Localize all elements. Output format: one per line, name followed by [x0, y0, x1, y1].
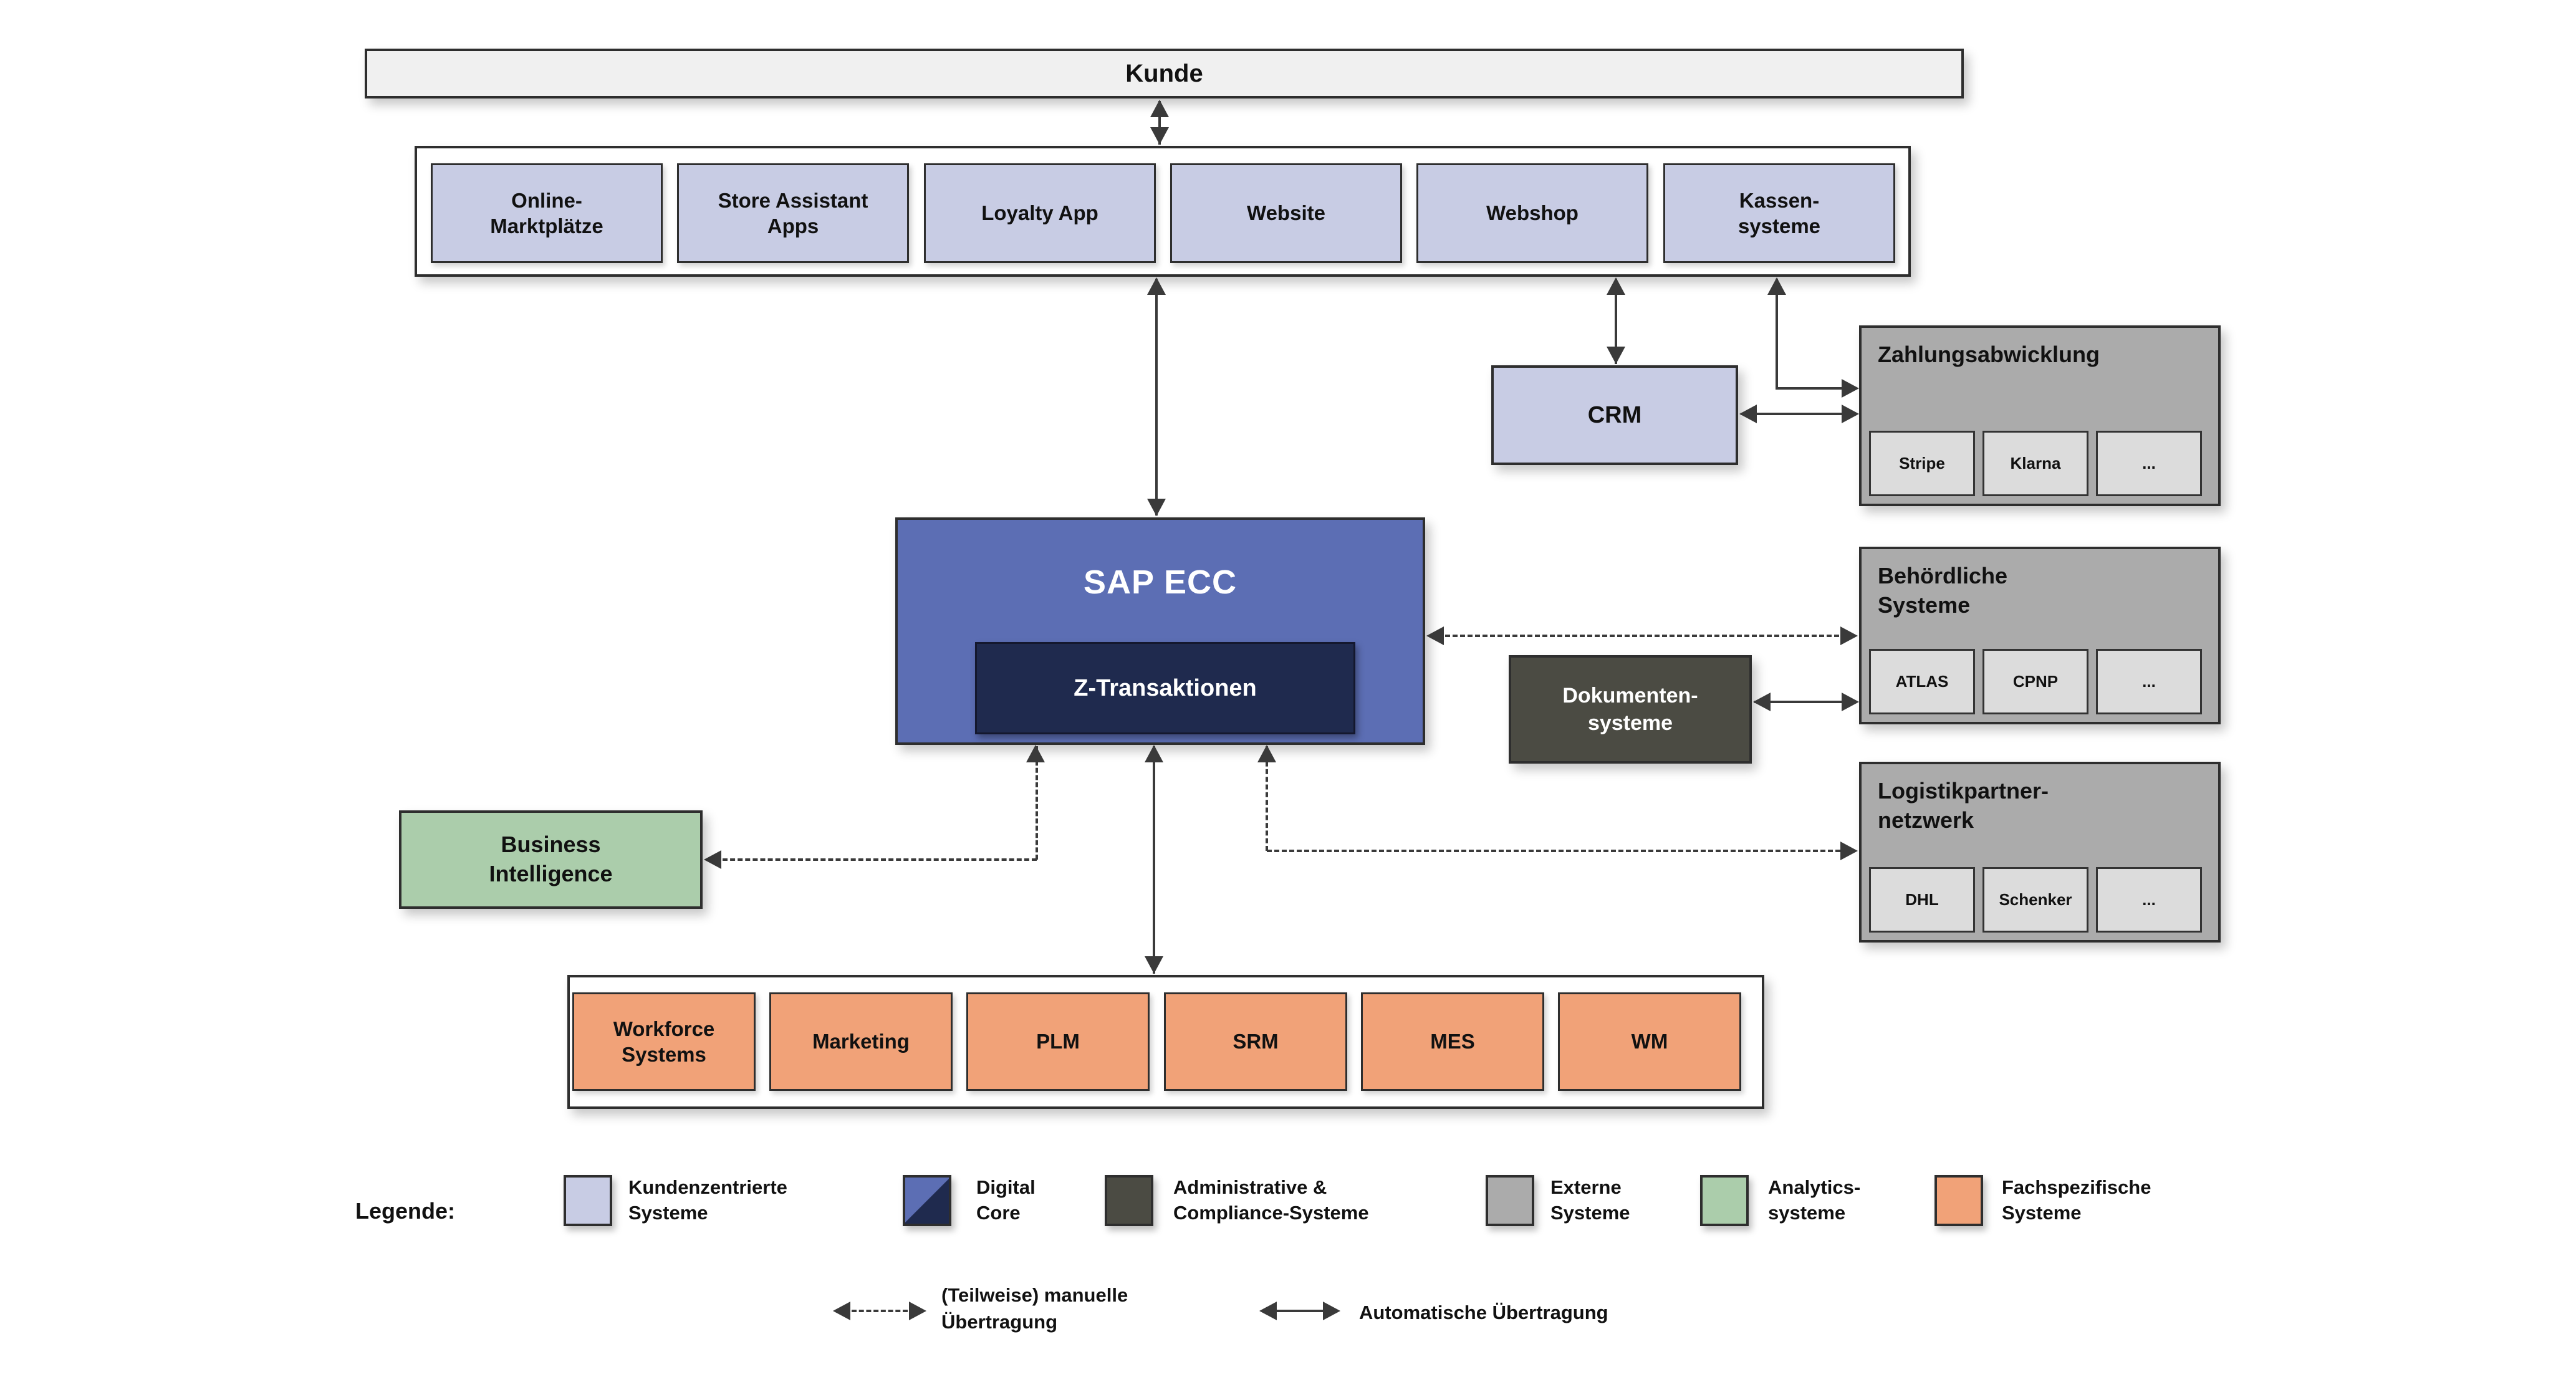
arrow-dok-behoerden-head-right: [1842, 693, 1859, 711]
legend-swatch-admin-compliance: [1105, 1175, 1153, 1226]
arrow-kunde-channels-head-down: [1150, 127, 1169, 145]
node-logistikpartner-netzwerk: Logistikpartner- netzwerk DHL Schenker .…: [1859, 762, 2221, 943]
node-dhl: DHL: [1869, 867, 1975, 933]
arrow-channels-crm-head-down: [1607, 347, 1625, 364]
legend-swatch-digital-core: [903, 1175, 951, 1226]
zahlungsabwicklung-title: Zahlungsabwicklung: [1878, 342, 2100, 367]
node-crm: CRM: [1491, 365, 1738, 465]
arrow-sap-behoerden-line: [1445, 635, 1839, 637]
arrow-sap-behoerden-head-left: [1426, 626, 1444, 645]
arrow-sap-logistik-head-up: [1257, 745, 1276, 762]
node-z-transaktionen: Z-Transaktionen: [975, 642, 1355, 734]
legend-label-kundenzentriert: Kundenzentrierte Systeme: [628, 1176, 787, 1224]
arrow-sap-logistik-hline: [1267, 850, 1840, 852]
legend-label-externe: Externe Systeme: [1550, 1176, 1630, 1224]
node-business-intelligence: Business Intelligence: [399, 810, 703, 909]
fachsysteme-container: Workforce Systems Marketing PLM SRM MES …: [567, 975, 1764, 1109]
node-website: Website: [1170, 163, 1402, 263]
node-workforce-systems: Workforce Systems: [572, 992, 756, 1091]
arrow-kunde-channels-head-up: [1150, 100, 1169, 117]
arrow-sap-logistik-vline: [1266, 746, 1268, 851]
behoerdliche-systeme-title: Behördliche Systeme: [1878, 563, 2008, 618]
arrow-kunde-channels-line: [1158, 101, 1161, 145]
arrow-sap-fach-head-down: [1145, 956, 1163, 974]
arrow-sap-fach-line: [1153, 746, 1155, 974]
legend-solid-arrow-head-right: [1323, 1302, 1340, 1320]
node-webshop: Webshop: [1416, 163, 1648, 263]
arrow-sap-bi-vline: [1036, 746, 1038, 860]
arrow-sap-bi-head-left: [704, 850, 721, 869]
legend-label-admin-compliance: Administrative & Compliance-Systeme: [1173, 1176, 1369, 1224]
arrow-crm-zahlung-head-left: [1739, 405, 1757, 423]
arrow-crm-zahlung-head-right: [1842, 405, 1859, 423]
arrow-crm-zahlung-line: [1741, 413, 1857, 415]
arrow-dok-behoerden-head-left: [1753, 693, 1771, 711]
node-klarna: Klarna: [1982, 431, 2088, 496]
arrow-kassen-zahlung-vline: [1776, 279, 1778, 388]
arrow-channels-crm-line: [1615, 279, 1617, 364]
legend-dashed-arrow-head-left: [833, 1302, 850, 1320]
arrow-channels-sap-head-down: [1147, 499, 1166, 516]
node-kassensysteme: Kassen- systeme: [1663, 163, 1895, 263]
node-behoerden-more: ...: [2096, 649, 2202, 714]
node-zahlung-more: ...: [2096, 431, 2202, 496]
arrow-sap-logistik-head-right: [1840, 842, 1858, 860]
logistikpartner-title: Logistikpartner- netzwerk: [1878, 778, 2049, 833]
node-stripe: Stripe: [1869, 431, 1975, 496]
legend-dashed-arrow-line: [852, 1310, 908, 1312]
node-sap-ecc: SAP ECC Z-Transaktionen: [895, 517, 1425, 745]
legend-swatch-externe: [1486, 1175, 1534, 1226]
node-wm: WM: [1558, 992, 1741, 1091]
node-mes: MES: [1361, 992, 1544, 1091]
node-marketing: Marketing: [769, 992, 953, 1091]
legend-label-automatische-uebertragung: Automatische Übertragung: [1359, 1302, 1608, 1323]
legend-swatch-analytics: [1700, 1175, 1749, 1226]
legend-swatch-kundenzentriert: [564, 1175, 612, 1226]
node-atlas: ATLAS: [1869, 649, 1975, 714]
node-cpnp: CPNP: [1982, 649, 2088, 714]
legend-solid-arrow-line: [1277, 1310, 1323, 1312]
legend-dashed-arrow-head-right: [909, 1302, 926, 1320]
arrow-sap-bi-hline: [723, 858, 1037, 861]
arrow-channels-sap-line: [1155, 279, 1158, 516]
arrow-kassen-zahlung-hline: [1776, 387, 1844, 390]
legend-label-digital-core: Digital Core: [976, 1176, 1036, 1224]
legend-label-analytics: Analytics- systeme: [1768, 1176, 1861, 1224]
legend-label-fachspezifisch: Fachspezifische Systeme: [2002, 1176, 2151, 1224]
node-kunde: Kunde: [365, 49, 1964, 98]
arrow-kassen-zahlung-head-up: [1767, 277, 1786, 295]
legend-swatch-fachspezifisch: [1934, 1175, 1983, 1226]
arrow-sap-fach-head-up: [1145, 745, 1163, 762]
legend-label-manuelle-uebertragung: (Teilweise) manuelle Übertragung: [941, 1284, 1128, 1333]
arrow-channels-crm-head-up: [1607, 277, 1625, 295]
arrow-channels-sap-head-up: [1147, 277, 1166, 295]
node-loyalty-app: Loyalty App: [924, 163, 1156, 263]
arrow-sap-bi-head-up: [1026, 745, 1045, 762]
node-srm: SRM: [1164, 992, 1347, 1091]
node-schenker: Schenker: [1982, 867, 2088, 933]
legend-solid-arrow-head-left: [1259, 1302, 1277, 1320]
arrow-kassen-zahlung-head-right: [1842, 379, 1859, 398]
node-dokumenten-systeme: Dokumenten- systeme: [1509, 655, 1752, 764]
arrow-sap-behoerden-head-right: [1840, 626, 1858, 645]
arrow-dok-behoerden-line: [1754, 701, 1842, 703]
node-store-assistant-apps: Store Assistant Apps: [677, 163, 909, 263]
customer-systems-container: Online- Marktplätze Store Assistant Apps…: [415, 146, 1911, 277]
legend-title: Legende:: [355, 1198, 456, 1224]
sap-ecc-title: SAP ECC: [1083, 564, 1238, 601]
node-plm: PLM: [966, 992, 1150, 1091]
node-behoerdliche-systeme: Behördliche Systeme ATLAS CPNP ...: [1859, 547, 2221, 724]
node-zahlungsabwicklung: Zahlungsabwicklung Stripe Klarna ...: [1859, 325, 2221, 506]
node-online-marktplaetze: Online- Marktplätze: [431, 163, 663, 263]
node-logistik-more: ...: [2096, 867, 2202, 933]
